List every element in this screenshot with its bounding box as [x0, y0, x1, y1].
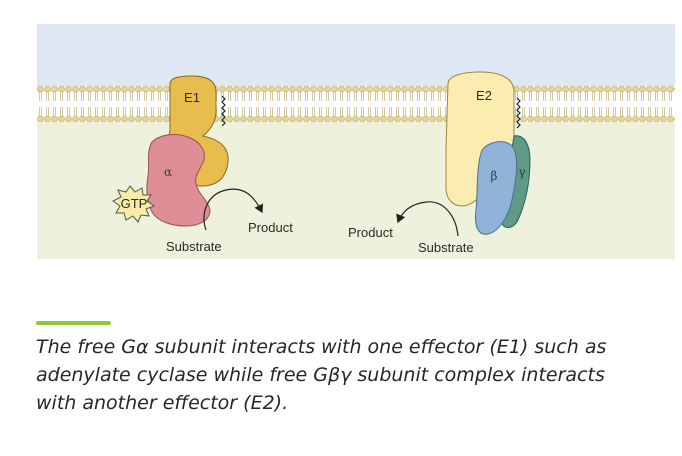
right-product-label: Product [348, 225, 393, 240]
lipid-anchor-e2 [516, 97, 521, 129]
caption-accent-bar [36, 321, 111, 325]
figure-caption: The free Gα subunit interacts with one e… [36, 336, 607, 414]
g-beta-subunit-shape [475, 141, 518, 235]
alpha-label: α [164, 165, 172, 179]
effector-e2-complex: E2 γ β Product Substrate [348, 71, 531, 255]
gamma-label: γ [518, 165, 525, 179]
lipid-anchor-e1 [221, 95, 226, 127]
right-substrate-label: Substrate [418, 240, 474, 255]
gtp-burst-shape [112, 185, 156, 223]
g-alpha-subunit-shape [146, 134, 211, 227]
effector-e1-complex: E1 α GTP Product Substrate [112, 75, 293, 254]
e1-label: E1 [184, 90, 200, 105]
left-substrate-label: Substrate [166, 239, 222, 254]
substrate-to-product-arrow-left [203, 188, 264, 231]
g-protein-effector-diagram: E1 α GTP Product Substrate E2 γ β Produc… [37, 24, 675, 259]
extracellular-region [37, 24, 675, 86]
substrate-to-product-arrow-right [396, 201, 459, 237]
cytoplasm-region [37, 122, 675, 259]
e2-label: E2 [476, 88, 492, 103]
beta-label: β [491, 169, 498, 183]
left-product-label: Product [248, 220, 293, 235]
gtp-label: GTP [121, 196, 148, 211]
lipid-bilayer [37, 86, 675, 122]
